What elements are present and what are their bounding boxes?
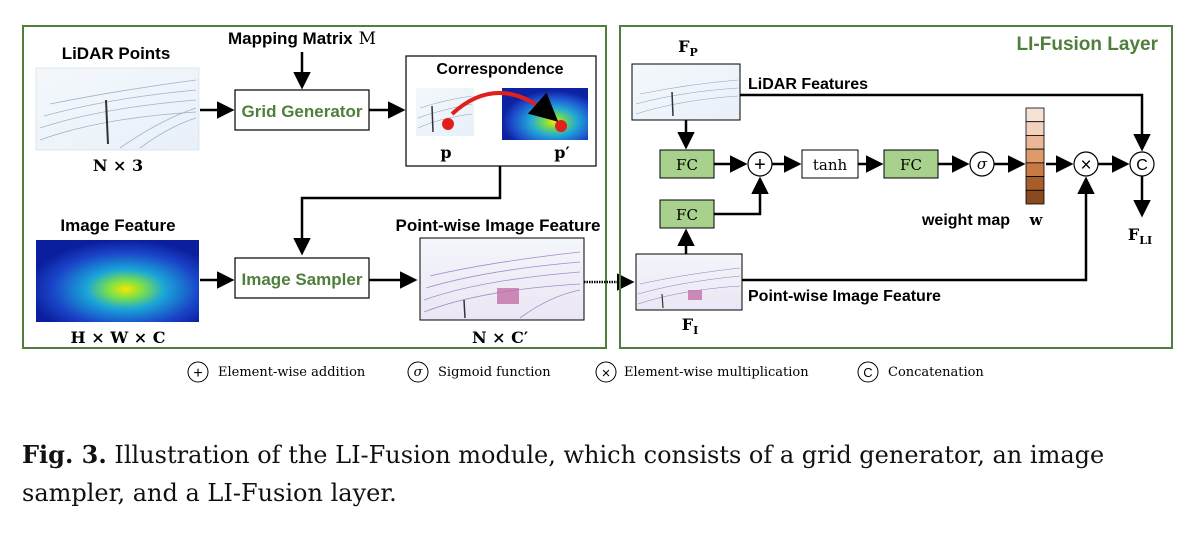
sigma-symbol: σ: [977, 155, 988, 173]
weight-map-bar: [1025, 107, 1045, 205]
weight-map-label: weight map: [921, 212, 1010, 229]
lidar-features-label: LiDAR Features: [748, 76, 868, 93]
lidar-points-dim: N × 3: [93, 156, 143, 175]
fp-label: FP: [678, 37, 698, 59]
point-p-marker: [442, 118, 454, 130]
image-sampler-label: Image Sampler: [242, 270, 363, 289]
right-panel-frame: [619, 25, 1173, 349]
caption-prefix: Fig. 3.: [22, 440, 107, 469]
legend-symbol-sigmoid: σ: [414, 365, 424, 380]
plus-symbol: +: [754, 154, 766, 176]
weight-map-cell: [1025, 176, 1045, 191]
fc-block-fusion-label: FC: [900, 156, 922, 174]
legend-symbol-concatenation: C: [863, 365, 872, 380]
correspondence-label: Correspondence: [436, 61, 563, 78]
concat-symbol: C: [1136, 157, 1148, 174]
pointwise-feature-image-left: [419, 237, 585, 321]
legend-symbol-addition: +: [193, 365, 202, 382]
pointwise-feature-label-left: Point-wise Image Feature: [396, 216, 601, 235]
arrow-correspondence-to-sampler: [293, 166, 502, 256]
point-p-prime-marker: [555, 120, 567, 132]
fi-image: [635, 253, 743, 311]
grid-generator-box: [234, 89, 370, 131]
fc-block-fusion: [883, 149, 939, 179]
weight-map-cell: [1025, 189, 1045, 205]
tanh-label: tanh: [813, 156, 848, 174]
legend-item-concatenation: C Concatenation: [857, 361, 984, 383]
tanh-box: [801, 149, 859, 179]
image-feature-dim: H × W × C: [71, 328, 166, 347]
point-p-label: p: [440, 143, 451, 162]
legend-item-addition: + Element-wise addition: [187, 361, 366, 383]
image-sampler-box: [234, 257, 370, 299]
times-symbol: ×: [1080, 155, 1091, 176]
weight-map-cell: [1025, 162, 1045, 177]
legend-label-concatenation: Concatenation: [888, 365, 984, 380]
lidar-features-image: [631, 63, 741, 121]
image-feature-heatmap: [36, 240, 199, 322]
arrow-fi-to-multiply: [742, 176, 1095, 282]
pointwise-feature-dim: N × C′: [472, 328, 528, 347]
image-feature-label: Image Feature: [60, 216, 175, 235]
legend-label-addition: Element-wise addition: [218, 365, 366, 380]
weight-map-cell: [1025, 135, 1045, 150]
fc-block-lidar-label: FC: [676, 156, 698, 174]
legend-item-multiplication: × Element-wise multiplication: [595, 361, 809, 383]
legend-item-sigmoid: σ Sigmoid function: [407, 361, 551, 383]
weight-map-cell: [1025, 121, 1045, 136]
left-panel-frame: [22, 25, 607, 349]
grid-generator-label: Grid Generator: [242, 102, 363, 121]
fi-label: FI: [682, 315, 699, 337]
legend-label-sigmoid: Sigmoid function: [438, 365, 551, 380]
legend-label-multiplication: Element-wise multiplication: [624, 365, 809, 380]
arrow-fc2-to-plus: [714, 176, 769, 216]
right-panel-title: LI-Fusion Layer: [1017, 34, 1159, 55]
pointwise-feature-label-right: Point-wise Image Feature: [748, 288, 941, 305]
fli-label: FLI: [1128, 225, 1152, 247]
legend: + Element-wise addition σ Sigmoid functi…: [187, 361, 984, 383]
fc-block-image-label: FC: [676, 206, 698, 224]
lidar-points-label: LiDAR Points: [62, 44, 171, 63]
legend-symbol-multiplication: ×: [602, 365, 611, 382]
correspondence-arrow: [450, 91, 559, 122]
weight-map-symbol: w: [1029, 211, 1044, 229]
point-p-prime-label: p′: [554, 143, 569, 162]
figure-caption: Fig. 3. Illustration of the LI-Fusion mo…: [22, 436, 1192, 512]
weight-map-cell: [1025, 148, 1045, 164]
weight-map-cell: [1025, 107, 1045, 123]
caption-text: Illustration of the LI-Fusion module, wh…: [22, 441, 1105, 507]
fc-block-image: [659, 199, 715, 229]
arrow-lidar-features-to-concat: [740, 93, 1151, 152]
lidar-points-image: [35, 67, 200, 151]
